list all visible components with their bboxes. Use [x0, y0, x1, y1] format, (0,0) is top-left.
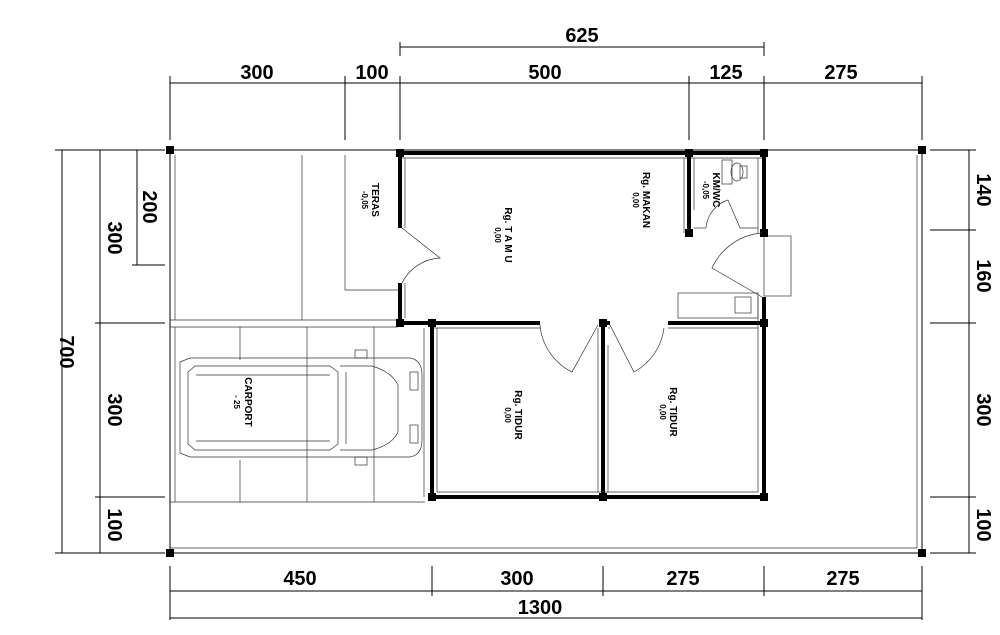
car-icon	[179, 349, 423, 466]
label-kmwc: KM/WC -0,05	[701, 173, 721, 208]
dim-left-overall: 700	[55, 335, 77, 368]
dim-top-275: 275	[824, 62, 857, 84]
dim-left-100: 100	[103, 508, 125, 541]
room-name-teras: TERAS	[369, 183, 380, 217]
dim-top-overall: 625	[565, 25, 598, 47]
room-level-teras: -0,05	[360, 191, 369, 210]
room-labels: TERAS -0,05 Rg. T A M U 0,00 Rg. MAKAN 0…	[232, 172, 721, 441]
site-outline	[169, 149, 923, 554]
room-level-carport: - 25	[232, 395, 241, 409]
dimension-lines	[55, 42, 976, 620]
dim-bottom-300: 300	[500, 568, 533, 590]
dim-right-160: 160	[972, 259, 994, 292]
dim-top-300: 300	[240, 62, 273, 84]
room-level-kmwc: -0,05	[701, 181, 710, 200]
label-carport: CARPORT - 25	[232, 377, 253, 426]
label-tidur-2: Rg. TIDUR 0,00	[658, 387, 678, 437]
room-name-tamu: Rg. T A M U	[502, 207, 513, 262]
dim-bottom-275a: 275	[666, 568, 699, 590]
room-level-tidur-1: 0,00	[503, 407, 512, 423]
dim-left-300a: 300	[103, 221, 125, 254]
dim-left-300b: 300	[103, 393, 125, 426]
dim-right-100: 100	[972, 508, 994, 541]
room-level-tamu: 0,00	[493, 227, 502, 243]
dim-bottom-275b: 275	[826, 568, 859, 590]
label-makan: Rg. MAKAN 0,00	[631, 172, 651, 228]
dim-left-200: 200	[138, 190, 160, 223]
room-name-kmwc: KM/WC	[710, 173, 721, 208]
room-level-makan: 0,00	[631, 192, 640, 208]
toilet-icon	[721, 159, 748, 185]
dim-bottom-overall: 1300	[518, 597, 563, 619]
dim-right-300: 300	[972, 393, 994, 426]
label-teras: TERAS -0,05	[360, 183, 380, 217]
room-name-makan: Rg. MAKAN	[640, 172, 651, 228]
dim-right-140: 140	[972, 173, 994, 206]
doors	[401, 199, 763, 373]
dim-top-125: 125	[709, 62, 742, 84]
label-tamu: Rg. T A M U 0,00	[493, 207, 513, 262]
walls	[344, 151, 792, 499]
room-level-tidur-2: 0,00	[658, 404, 667, 420]
room-name-carport: CARPORT	[242, 377, 253, 426]
label-tidur-1: Rg. TIDUR 0,00	[503, 390, 523, 440]
room-name-tidur-2: Rg. TIDUR	[667, 387, 678, 437]
dim-top-100: 100	[355, 62, 388, 84]
dim-bottom-450: 450	[283, 568, 316, 590]
columns	[166, 146, 926, 557]
dim-top-500: 500	[528, 62, 561, 84]
room-name-tidur-1: Rg. TIDUR	[512, 390, 523, 440]
dimension-labels: 625 300 100 500 125 275 450 300 275 275 …	[55, 25, 994, 619]
